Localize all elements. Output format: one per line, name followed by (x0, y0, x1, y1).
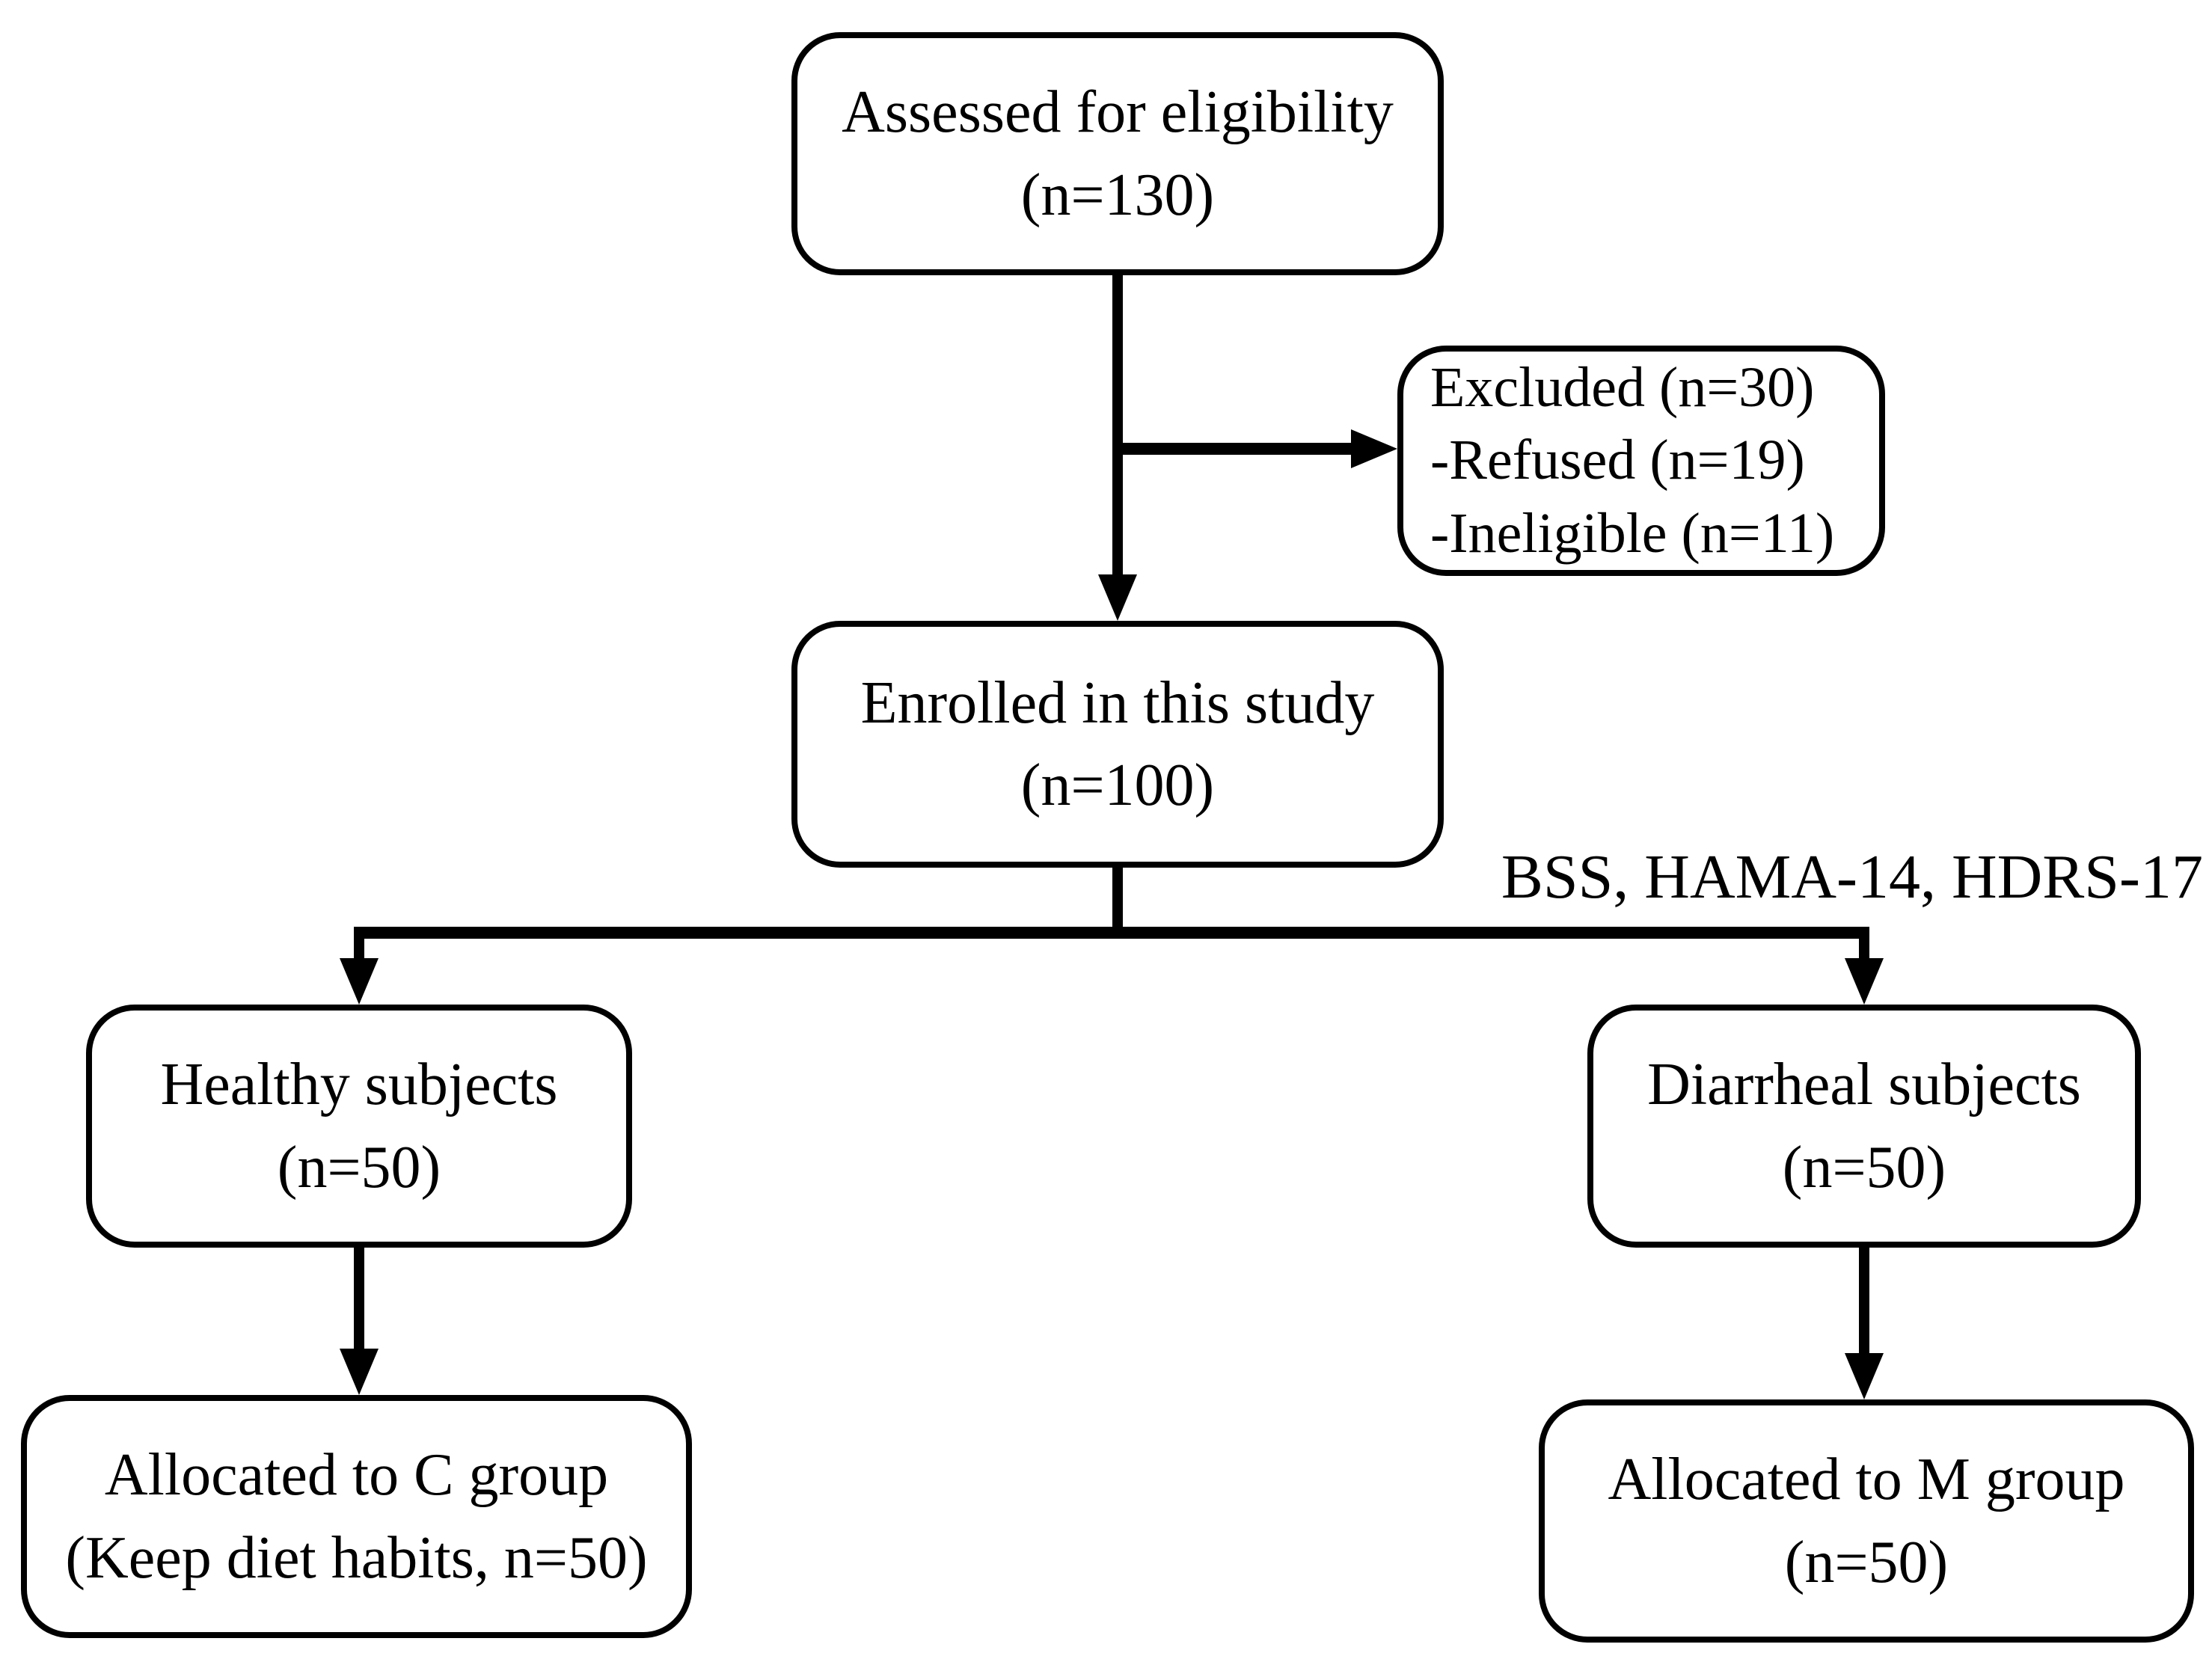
arrowhead-into-excluded (1351, 429, 1397, 468)
box-text-line: Excluded (n=30) (1430, 356, 1815, 420)
connector-enrolled-to-split (1112, 866, 1123, 933)
connector-diarrheal-to-alloc-m (1859, 1246, 1869, 1357)
box-text-line: Diarrheal subjects (1647, 1052, 2081, 1118)
connector-branch-to-excluded (1112, 443, 1353, 455)
arrowhead-into-enrolled (1098, 574, 1137, 621)
connector-assessed-to-enrolled (1112, 272, 1123, 577)
box-text-line: -Ineligible (n=11) (1430, 501, 1835, 565)
arrowhead-into-alloc-c (340, 1349, 379, 1395)
box-diarrheal-subjects: Diarrheal subjects (n=50) (1587, 1005, 2141, 1248)
box-text-line: Assessed for eligibility (842, 79, 1394, 146)
box-count-line: (n=130) (1020, 162, 1215, 228)
arrowhead-into-alloc-m (1845, 1353, 1884, 1399)
arrowhead-into-diarrheal (1845, 958, 1884, 1005)
box-excluded: Excluded (n=30) -Refused (n=19) -Ineligi… (1397, 346, 1885, 576)
box-count-line: (n=100) (1020, 752, 1215, 818)
box-text-line: Allocated to M group (1608, 1447, 2125, 1513)
box-text-line: Allocated to C group (104, 1442, 609, 1509)
connector-split-to-healthy (354, 935, 364, 962)
connector-healthy-to-alloc-c (354, 1246, 364, 1352)
box-text-line: Enrolled in this study (860, 669, 1375, 736)
box-allocated-c-group: Allocated to C group (Keep diet habits, … (21, 1395, 692, 1638)
connector-split-to-diarrheal (1859, 935, 1869, 962)
box-count-line: (n=50) (277, 1134, 441, 1201)
box-count-line: (n=50) (1784, 1529, 1949, 1595)
box-text-line: (Keep diet habits, n=50) (65, 1524, 648, 1591)
box-enrolled-in-study: Enrolled in this study (n=100) (791, 621, 1444, 868)
box-count-line: (n=50) (1782, 1134, 1946, 1201)
box-text-line: -Refused (n=19) (1430, 429, 1805, 492)
arrowhead-into-healthy (340, 958, 379, 1005)
box-assessed-for-eligibility: Assessed for eligibility (n=130) (791, 32, 1444, 275)
box-allocated-m-group: Allocated to M group (n=50) (1539, 1399, 2194, 1643)
box-healthy-subjects: Healthy subjects (n=50) (86, 1005, 632, 1248)
assessment-scales-label: BSS, HAMA-14, HDRS-17 (1501, 842, 2203, 912)
connector-split-horizontal (354, 927, 1869, 939)
box-text-line: Healthy subjects (160, 1052, 558, 1118)
